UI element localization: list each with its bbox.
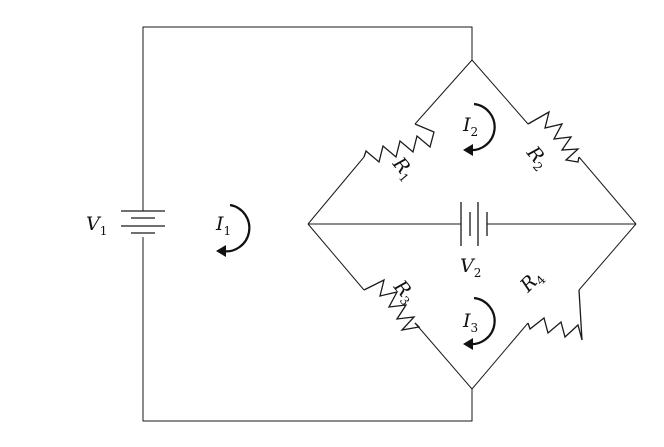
loop-current-i2 [463, 102, 496, 156]
battery-v1 [121, 210, 165, 234]
wire-r1-right [414, 59, 473, 125]
top-wire [142, 26, 473, 211]
loop-current-i1 [216, 203, 251, 257]
label-i1: I1 [215, 213, 231, 238]
label-r2: R2 [520, 141, 553, 174]
wire-r3-right [414, 322, 473, 390]
branch-r3 [307, 223, 473, 390]
wire-r4-right [578, 223, 637, 291]
branch-r4 [471, 223, 637, 390]
label-v1: V1 [86, 213, 107, 238]
bottom-wire [142, 237, 473, 422]
arrowhead-i1 [216, 245, 226, 257]
loop-arc-i3 [468, 296, 496, 346]
loop-arc-i2 [468, 102, 496, 152]
label-v2: V2 [460, 255, 481, 280]
outer-wires [142, 26, 473, 422]
branch-r1 [307, 59, 473, 225]
resistor-r1 [363, 123, 435, 164]
label-r1: R1 [386, 152, 419, 185]
arrowhead-i2 [463, 144, 473, 156]
resistor-r2 [527, 110, 580, 163]
wire-r2-left [471, 59, 529, 125]
loop-current-i3 [463, 296, 496, 350]
resistor-r4 [527, 289, 583, 341]
wire-r4-left [471, 322, 529, 390]
label-r4: R4 [515, 265, 548, 298]
wire-r3-left [307, 223, 365, 291]
loop-arc-i1 [221, 203, 251, 253]
branch-r2 [471, 59, 637, 225]
arrowhead-i3 [463, 338, 473, 350]
label-i2: I2 [462, 114, 478, 139]
wire-r1-left [307, 156, 365, 225]
resistor-r3 [363, 278, 421, 331]
label-r3: R3 [387, 275, 420, 308]
battery-v2 [460, 202, 488, 246]
wire-r2-right [578, 156, 637, 225]
label-i3: I3 [462, 310, 478, 335]
